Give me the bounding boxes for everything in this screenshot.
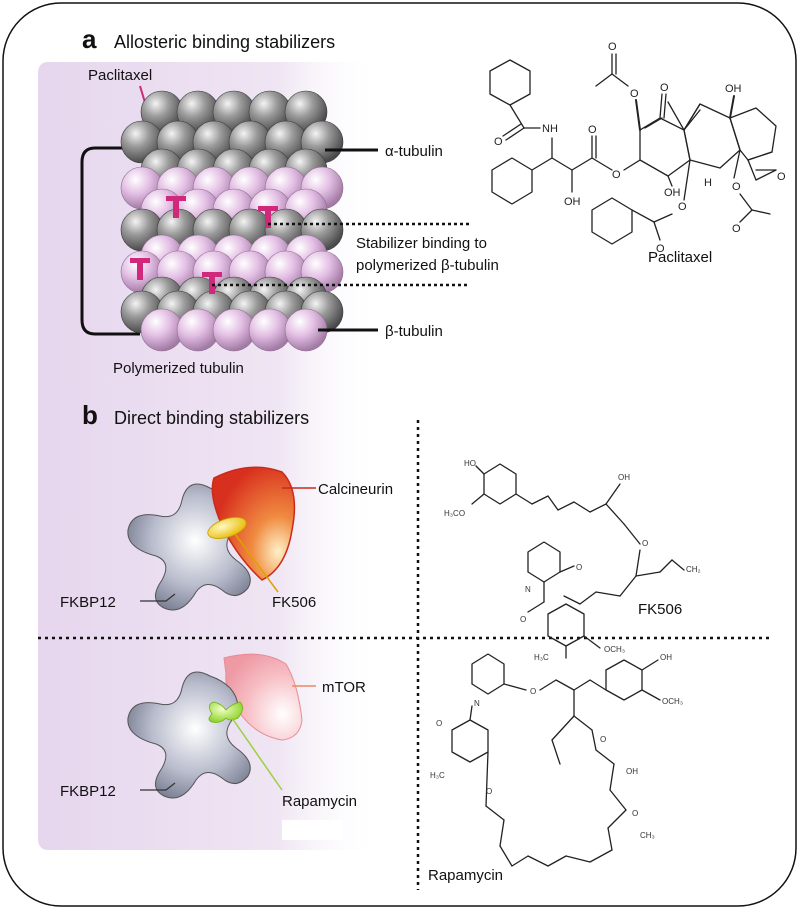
atom-label: O [612,169,621,181]
atom-label: OCH₃ [604,645,625,654]
atom-label: H₃C [430,771,445,780]
atom-label: OH [660,653,672,662]
fk506-pointer [234,533,279,593]
atom-label: OH [725,83,742,95]
panel-b-letter: b [82,400,98,430]
atom-label: O [630,88,639,100]
paclitaxel-structure: O NH OH O O O O O [489,41,786,255]
atom-label: NH [542,123,558,135]
mtor-label: mTOR [322,679,366,696]
panel-a-title: Allosteric binding stabilizers [114,32,335,52]
rapamycin-structure-label: Rapamycin [428,867,503,884]
beta-tubulin-subunit [140,308,184,352]
fkbp12-label-top: FKBP12 [60,594,116,611]
atom-label: H₃C [534,653,549,662]
fk506-ligand-shape [207,517,247,539]
atom-label: OCH₃ [662,697,683,706]
atom-label: O [732,181,741,193]
panel-b-title: Direct binding stabilizers [114,408,309,428]
paclitaxel-marker [166,196,186,218]
fk506-complex [127,466,296,611]
atom-label: O [494,136,503,148]
fk506-structure-label: FK506 [638,601,682,618]
rapamycin-complex [127,653,303,799]
fk506-label: FK506 [272,594,316,611]
atom-label: O [642,539,648,548]
atom-label: O [678,201,687,213]
atom-label: O [660,82,669,94]
rapamycin-ligand-shape [208,701,243,723]
atom-label: O [656,243,665,255]
paclitaxel-marker [130,258,150,280]
calcineurin-label: Calcineurin [318,481,393,498]
atom-label: O [600,735,606,744]
atom-label: OH [618,473,630,482]
panel-a-letter: a [82,24,97,54]
atom-label: O [520,615,526,624]
atom-label: CH₃ [640,831,655,840]
alpha-tubulin-label: α-tubulin [385,143,443,160]
fkbp12-label-bottom: FKBP12 [60,783,116,800]
fkbp12-pointer-top [140,593,176,602]
atom-label: N [525,585,531,594]
atom-label: O [777,171,786,183]
atom-label: O [436,719,442,728]
beta-tubulin-subunit [176,308,220,352]
rapamycin-label: Rapamycin [282,793,357,810]
beta-tubulin-subunit [212,308,256,352]
fk506-structure: HO H₃CO OH O CH₂ N O O H₃C OCH₃ [444,459,701,662]
paclitaxel-pointer-label: Paclitaxel [88,67,152,84]
panel-background-cutout [282,820,342,840]
atom-label: OH [626,767,638,776]
microtubule-bracket [80,146,140,336]
atom-label: H [704,177,712,189]
rapamycin-structure: N O OH OCH₃ O H₃C O O O [430,653,683,867]
paclitaxel-structure-label: Paclitaxel [648,249,712,266]
microtubule-lattice [120,90,344,352]
atom-label: N [474,699,480,708]
atom-label: O [588,124,597,136]
beta-tubulin-label: β-tubulin [385,323,443,340]
atom-label: O [486,787,492,796]
atom-label: CH₂ [686,565,701,574]
atom-label: OH [564,196,581,208]
atom-label: OH [664,187,681,199]
fkbp12-protein-shape-lower [127,671,251,799]
atom-label: O [530,687,536,696]
atom-label: O [632,809,638,818]
fkbp12-pointer-bottom [140,782,176,791]
atom-label: H₃CO [444,509,465,518]
atom-label: HO [464,459,476,468]
atom-label: O [608,41,617,53]
polymerized-tubulin-label: Polymerized tubulin [113,360,244,377]
paclitaxel-marker [258,206,278,228]
atom-label: O [576,563,582,572]
atom-label: O [732,223,741,235]
binding-label-line1: Stabilizer binding to [356,235,487,252]
binding-label-line2: polymerized β-tubulin [356,257,499,274]
rapamycin-pointer [231,717,283,791]
